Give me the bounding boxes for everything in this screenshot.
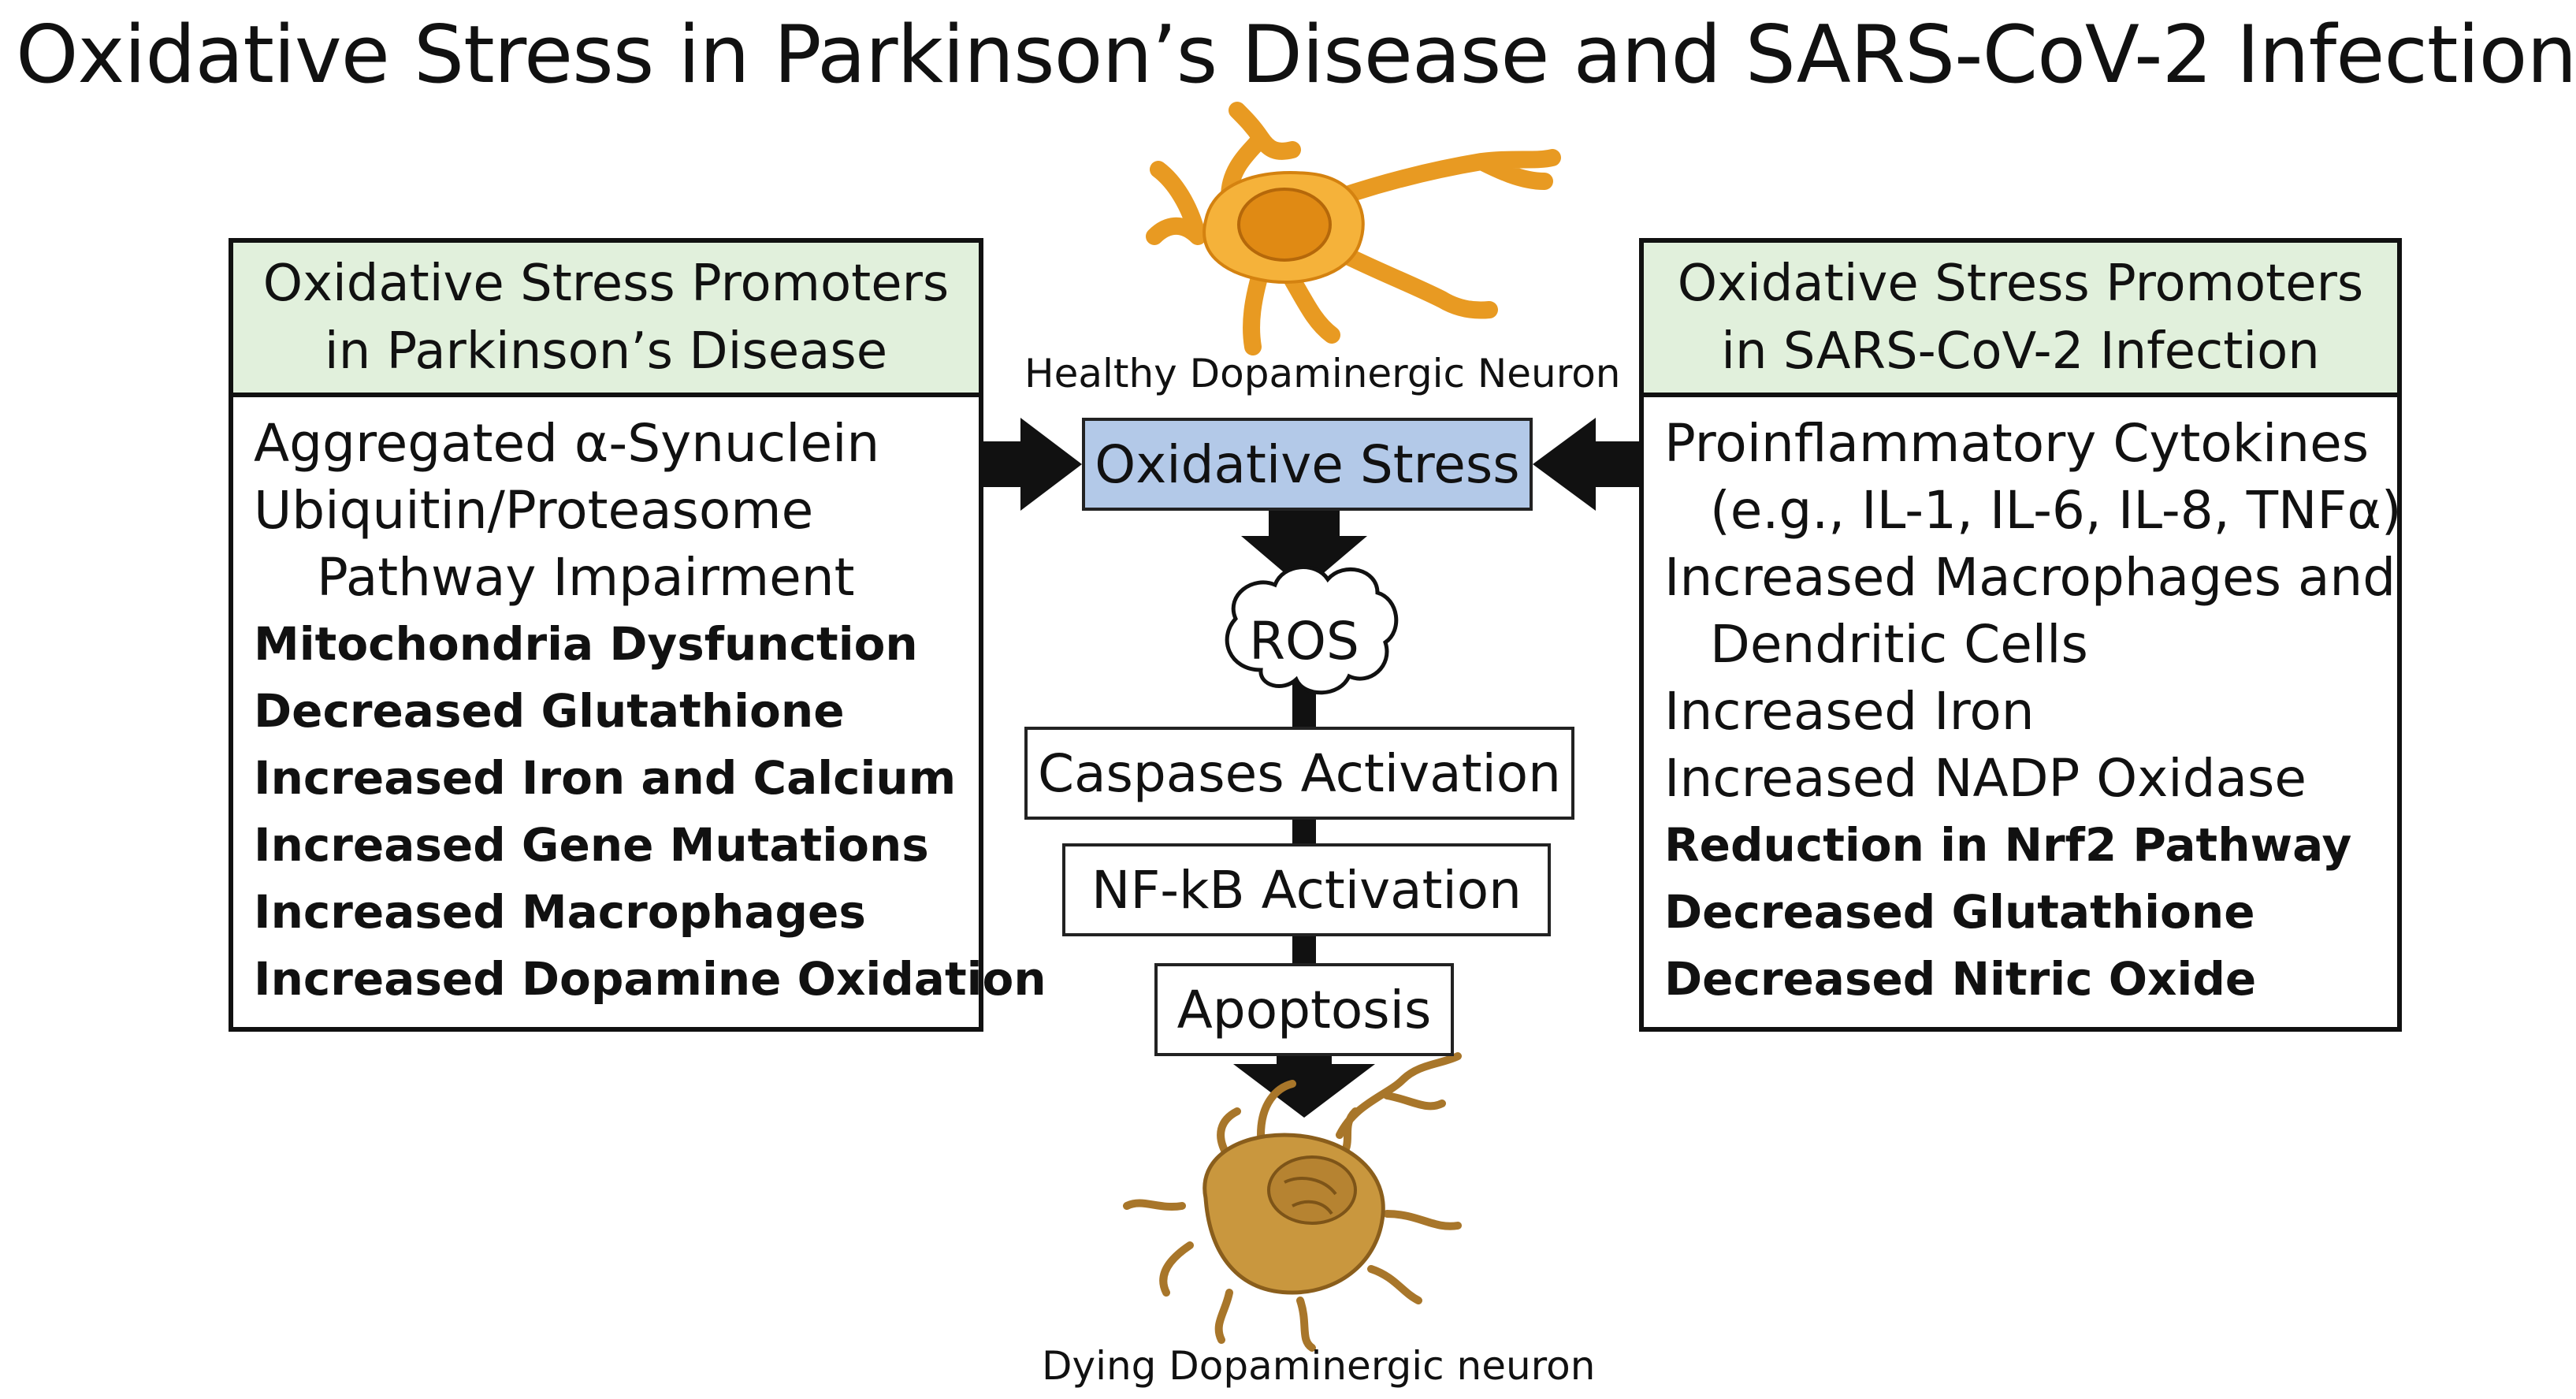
- caspases-activation-box: Caspases Activation: [1024, 727, 1574, 820]
- dying-neuron-caption: Dying Dopaminergic neuron: [1042, 1343, 1596, 1389]
- list-item: Proinflammatory Cytokines: [1664, 413, 2370, 474]
- parkinsons-panel-header: Oxidative Stress Promoters in Parkinson’…: [233, 243, 979, 397]
- list-item: Increased Iron and Calcium: [254, 751, 957, 805]
- parkinsons-header-line2: in Parkinson’s Disease: [324, 322, 888, 381]
- list-item: Increased Macrophages and: [1664, 547, 2396, 608]
- list-item: Increased Gene Mutations: [254, 818, 929, 872]
- list-item: Mitochondria Dysfunction: [254, 617, 918, 671]
- sars-cov-2-promoters-panel: Oxidative Stress Promoters in SARS-CoV-2…: [1639, 238, 2402, 1032]
- list-item: Dendritic Cells: [1710, 614, 2088, 675]
- list-item: Decreased Glutathione: [254, 684, 845, 738]
- dying-neuron-icon: [1123, 1052, 1462, 1352]
- list-item: Pathway Impairment: [317, 547, 855, 608]
- healthy-neuron-caption: Healthy Dopaminergic Neuron: [1024, 351, 1621, 396]
- list-item: Ubiquitin/Proteasome: [254, 480, 814, 541]
- list-item: Decreased Glutathione: [1664, 885, 2255, 939]
- sars-promoters-list: Proinflammatory Cytokines (e.g., IL-1, I…: [1644, 397, 2402, 1013]
- nfkb-activation-box: NF-kB Activation: [1062, 843, 1551, 936]
- list-item: Decreased Nitric Oxide: [1664, 952, 2257, 1006]
- diagram-title: Oxidative Stress in Parkinson’s Disease …: [16, 8, 2576, 101]
- apoptosis-to-dying-arrow: [1233, 1056, 1375, 1118]
- left-to-stress-arrow: [983, 418, 1082, 511]
- stress-to-ros-arrow: [1241, 511, 1367, 590]
- sars-header-line2: in SARS-CoV-2 Infection: [1721, 322, 2320, 381]
- healthy-neuron-icon: [1146, 102, 1561, 355]
- parkinsons-promoters-list: Aggregated α-Synuclein Ubiquitin/Proteas…: [233, 397, 1046, 1013]
- ros-label: ROS: [1249, 611, 1359, 672]
- ros-cloud-icon: [1225, 565, 1399, 695]
- list-item: (e.g., IL-1, IL-6, IL-8, TNFα): [1710, 480, 2402, 541]
- parkinsons-header-line1: Oxidative Stress Promoters: [262, 255, 950, 313]
- list-item: Increased Iron: [1664, 681, 2035, 742]
- parkinsons-promoters-panel: Oxidative Stress Promoters in Parkinson’…: [229, 238, 1046, 1032]
- list-item: Reduction in Nrf2 Pathway: [1664, 818, 2352, 872]
- apoptosis-box: Apoptosis: [1154, 963, 1454, 1056]
- sars-panel-header: Oxidative Stress Promoters in SARS-CoV-2…: [1644, 243, 2397, 397]
- sars-header-line1: Oxidative Stress Promoters: [1677, 255, 2364, 313]
- right-to-stress-arrow: [1533, 418, 1639, 511]
- list-item: Aggregated α-Synuclein: [254, 413, 880, 474]
- list-item: Increased Macrophages: [254, 885, 866, 939]
- oxidative-stress-box: Oxidative Stress: [1082, 418, 1533, 511]
- list-item: Increased Dopamine Oxidation: [254, 952, 1046, 1006]
- list-item: Increased NADP Oxidase: [1664, 748, 2307, 809]
